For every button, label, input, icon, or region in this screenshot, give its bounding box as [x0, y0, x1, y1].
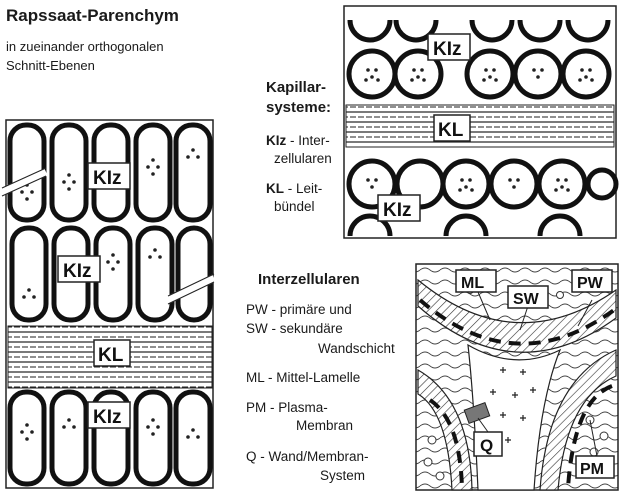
- ml-label: ML: [461, 275, 484, 292]
- top-right-panel: KIz KL KIz: [344, 6, 616, 238]
- left-kl-label: KL: [98, 345, 124, 366]
- top-kl-label: KL: [438, 120, 464, 141]
- q-label: Q: [480, 436, 493, 455]
- left-klz-label-2: KIz: [63, 261, 92, 282]
- pw-label: PW: [577, 275, 604, 292]
- pm-label: PM: [580, 461, 604, 478]
- top-klz-label-1: KIz: [433, 39, 462, 60]
- top-klz-label-2: KIz: [383, 200, 412, 221]
- left-klz-label-3: KIz: [93, 407, 122, 428]
- left-klz-label-1: KIz: [93, 168, 122, 189]
- left-panel: KIz KIz KL KIz: [2, 120, 214, 488]
- sw-label: SW: [513, 291, 540, 308]
- bottom-right-panel: ML SW PW Q PM: [416, 264, 618, 490]
